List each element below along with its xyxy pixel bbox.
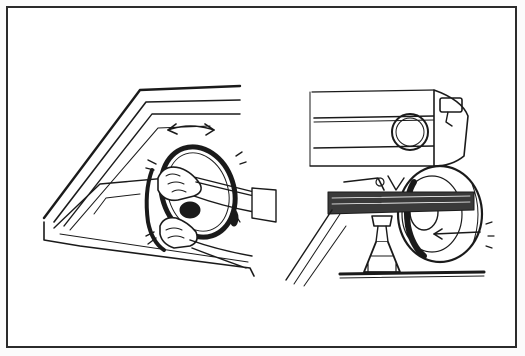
jack-stand-saddle [372,216,392,226]
headlight [392,114,428,150]
upper-hand [158,167,201,200]
ground-line [340,272,484,274]
jack-stand-illustration [284,86,504,300]
steering-wheel-illustration [40,72,280,294]
steering-wheel-drawing [40,72,280,294]
lower-hand [160,218,197,248]
jack-stand-base [364,242,400,272]
jack-stand-drawing [284,86,504,300]
